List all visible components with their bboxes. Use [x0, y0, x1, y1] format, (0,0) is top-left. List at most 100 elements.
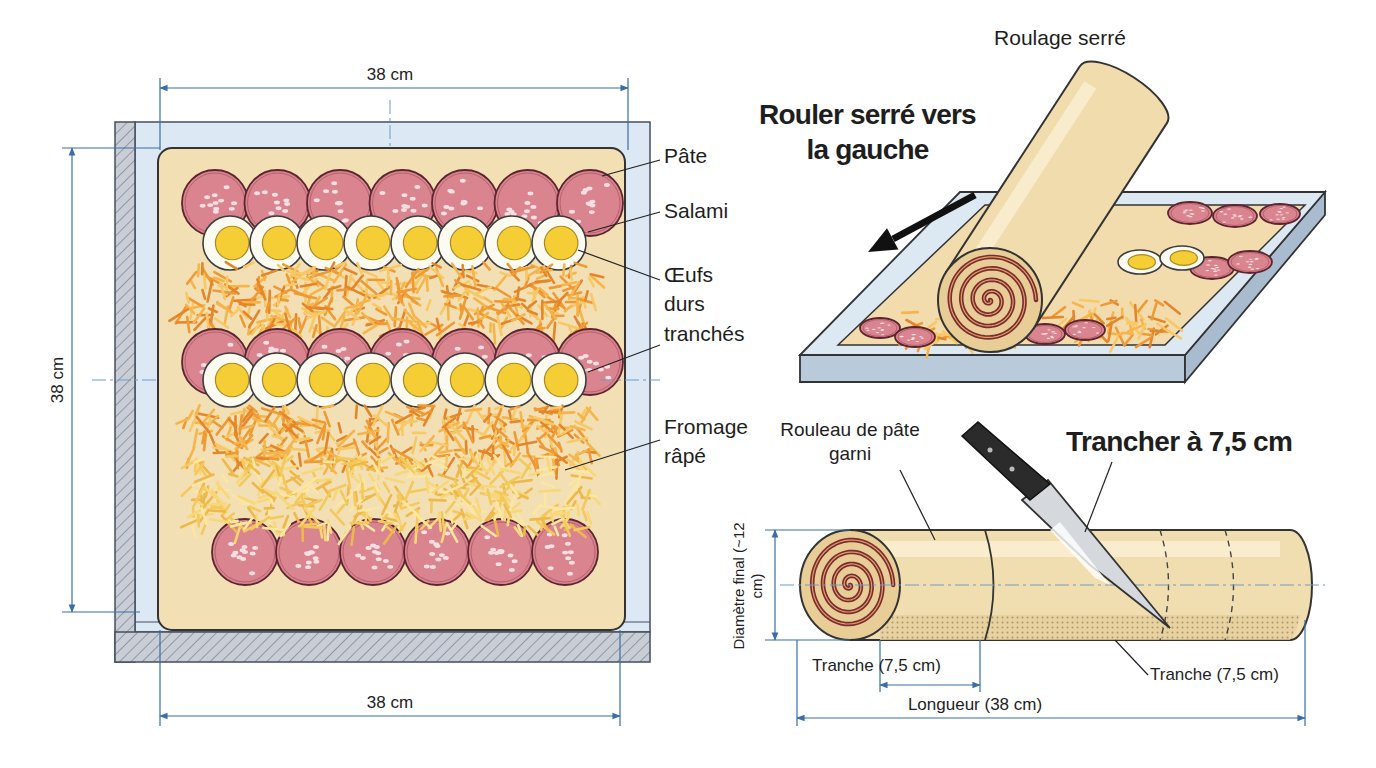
cheese-shred — [269, 427, 282, 440]
salami-fat-speck — [1053, 333, 1057, 334]
salami-fat-speck — [509, 568, 515, 572]
cheese-shred — [488, 490, 491, 505]
salami-fat-speck — [1082, 327, 1086, 328]
cheese-shred — [285, 406, 289, 413]
cheese-shred — [430, 499, 446, 502]
cheese-shred — [390, 281, 393, 294]
cheese-shred — [240, 316, 244, 327]
salami-fat-speck — [587, 360, 593, 364]
cheese-shred — [301, 496, 306, 508]
center-line — [600, 380, 660, 381]
cheese-shred — [214, 422, 222, 428]
salami-fat-speck — [496, 562, 502, 566]
salami-fat-speck — [530, 205, 536, 209]
salami-fat-speck — [880, 330, 884, 331]
egg-white — [438, 216, 492, 270]
cheese-shred — [226, 262, 237, 269]
salami-fat-speck — [1213, 271, 1217, 272]
cheese-shred — [296, 438, 309, 440]
leader-lines — [900, 462, 1148, 675]
cheese-shred — [250, 507, 261, 512]
salami-fat-speck — [881, 334, 885, 335]
cheese-shred — [280, 496, 293, 509]
salami-fat-speck — [376, 557, 382, 561]
dimension-label: 38 cm — [47, 320, 69, 440]
cheese-shred — [480, 313, 488, 320]
cheese-shred — [563, 264, 564, 275]
egg-yolk — [403, 363, 436, 396]
cheese-shred — [324, 457, 333, 473]
cheese-shred — [555, 460, 558, 478]
cheese-shred — [1116, 328, 1125, 346]
salami-fat-speck — [1191, 213, 1195, 214]
cheese-shred — [1164, 328, 1181, 338]
cheese-shred — [446, 437, 449, 451]
center-line — [780, 585, 1325, 586]
salami-fat-speck — [313, 556, 319, 560]
cheese-shred — [402, 291, 418, 303]
cheese-shred — [202, 290, 205, 299]
cheese-shred — [480, 436, 491, 439]
cheese-shred — [560, 293, 567, 300]
salami-fat-speck — [900, 336, 904, 337]
cheese-shred — [299, 453, 301, 465]
salami-fat-speck — [429, 552, 435, 556]
salami-fat-speck — [1250, 261, 1254, 262]
cheese-shred — [544, 493, 547, 504]
cheese-shred — [407, 407, 424, 414]
egg-yolk — [403, 226, 436, 259]
salami-fat-speck — [429, 540, 435, 544]
cheese-shred — [430, 501, 433, 511]
cheese-shred — [169, 309, 188, 321]
egg-white — [344, 216, 398, 270]
cheese-shred — [528, 292, 536, 295]
salami-fat-speck — [231, 201, 237, 205]
cheese-shred — [359, 508, 378, 511]
egg-white — [297, 353, 351, 407]
salami-fat-speck — [460, 179, 466, 183]
salami-fat-speck — [911, 337, 915, 338]
cheese-shred — [363, 442, 369, 449]
cheese-shred — [513, 446, 516, 455]
cheese-shred — [240, 415, 242, 434]
spiral-layer — [950, 257, 1036, 338]
salami-slice — [1260, 204, 1300, 224]
cheese-shred — [1128, 326, 1141, 332]
salami-fat-speck — [1223, 214, 1227, 215]
salami-slice — [1213, 205, 1257, 227]
cheese-shred — [538, 426, 545, 432]
leader-lines — [565, 160, 660, 470]
salami-fat-speck — [218, 199, 224, 203]
egg-white — [1160, 246, 1204, 270]
cheese-shred — [427, 300, 431, 310]
salami-fat-speck — [1217, 269, 1221, 270]
handle-rivet — [1010, 467, 1015, 472]
cheese-shred — [482, 526, 496, 536]
cheese-shred — [357, 263, 362, 273]
cheese-shred — [362, 313, 375, 325]
extension-line — [619, 630, 620, 726]
salami-fat-speck — [401, 204, 407, 208]
egg-white — [297, 216, 351, 270]
salami-fat-speck — [321, 345, 327, 349]
salami-fat-speck — [527, 192, 533, 196]
cheese-shred — [177, 420, 187, 424]
extension-line — [627, 78, 628, 150]
cheese-shred — [539, 472, 553, 476]
cheese-shred — [208, 281, 212, 302]
dough-sheet — [158, 148, 625, 630]
salami-fat-speck — [1279, 208, 1283, 209]
dimension-line — [880, 684, 980, 685]
salami-fat-speck — [404, 339, 410, 343]
cheese-shred — [304, 313, 318, 315]
salami-fat-speck — [372, 550, 378, 554]
salami-fat-speck — [200, 204, 206, 208]
cheese-shred — [231, 523, 246, 527]
salami-fat-speck — [881, 329, 885, 330]
cheese-shred — [1152, 304, 1157, 320]
salami-fat-speck — [1281, 218, 1285, 219]
cheese-shred — [433, 263, 441, 267]
cheese-shred — [460, 304, 462, 313]
egg-yolk — [262, 226, 295, 259]
extension-line — [62, 147, 160, 148]
